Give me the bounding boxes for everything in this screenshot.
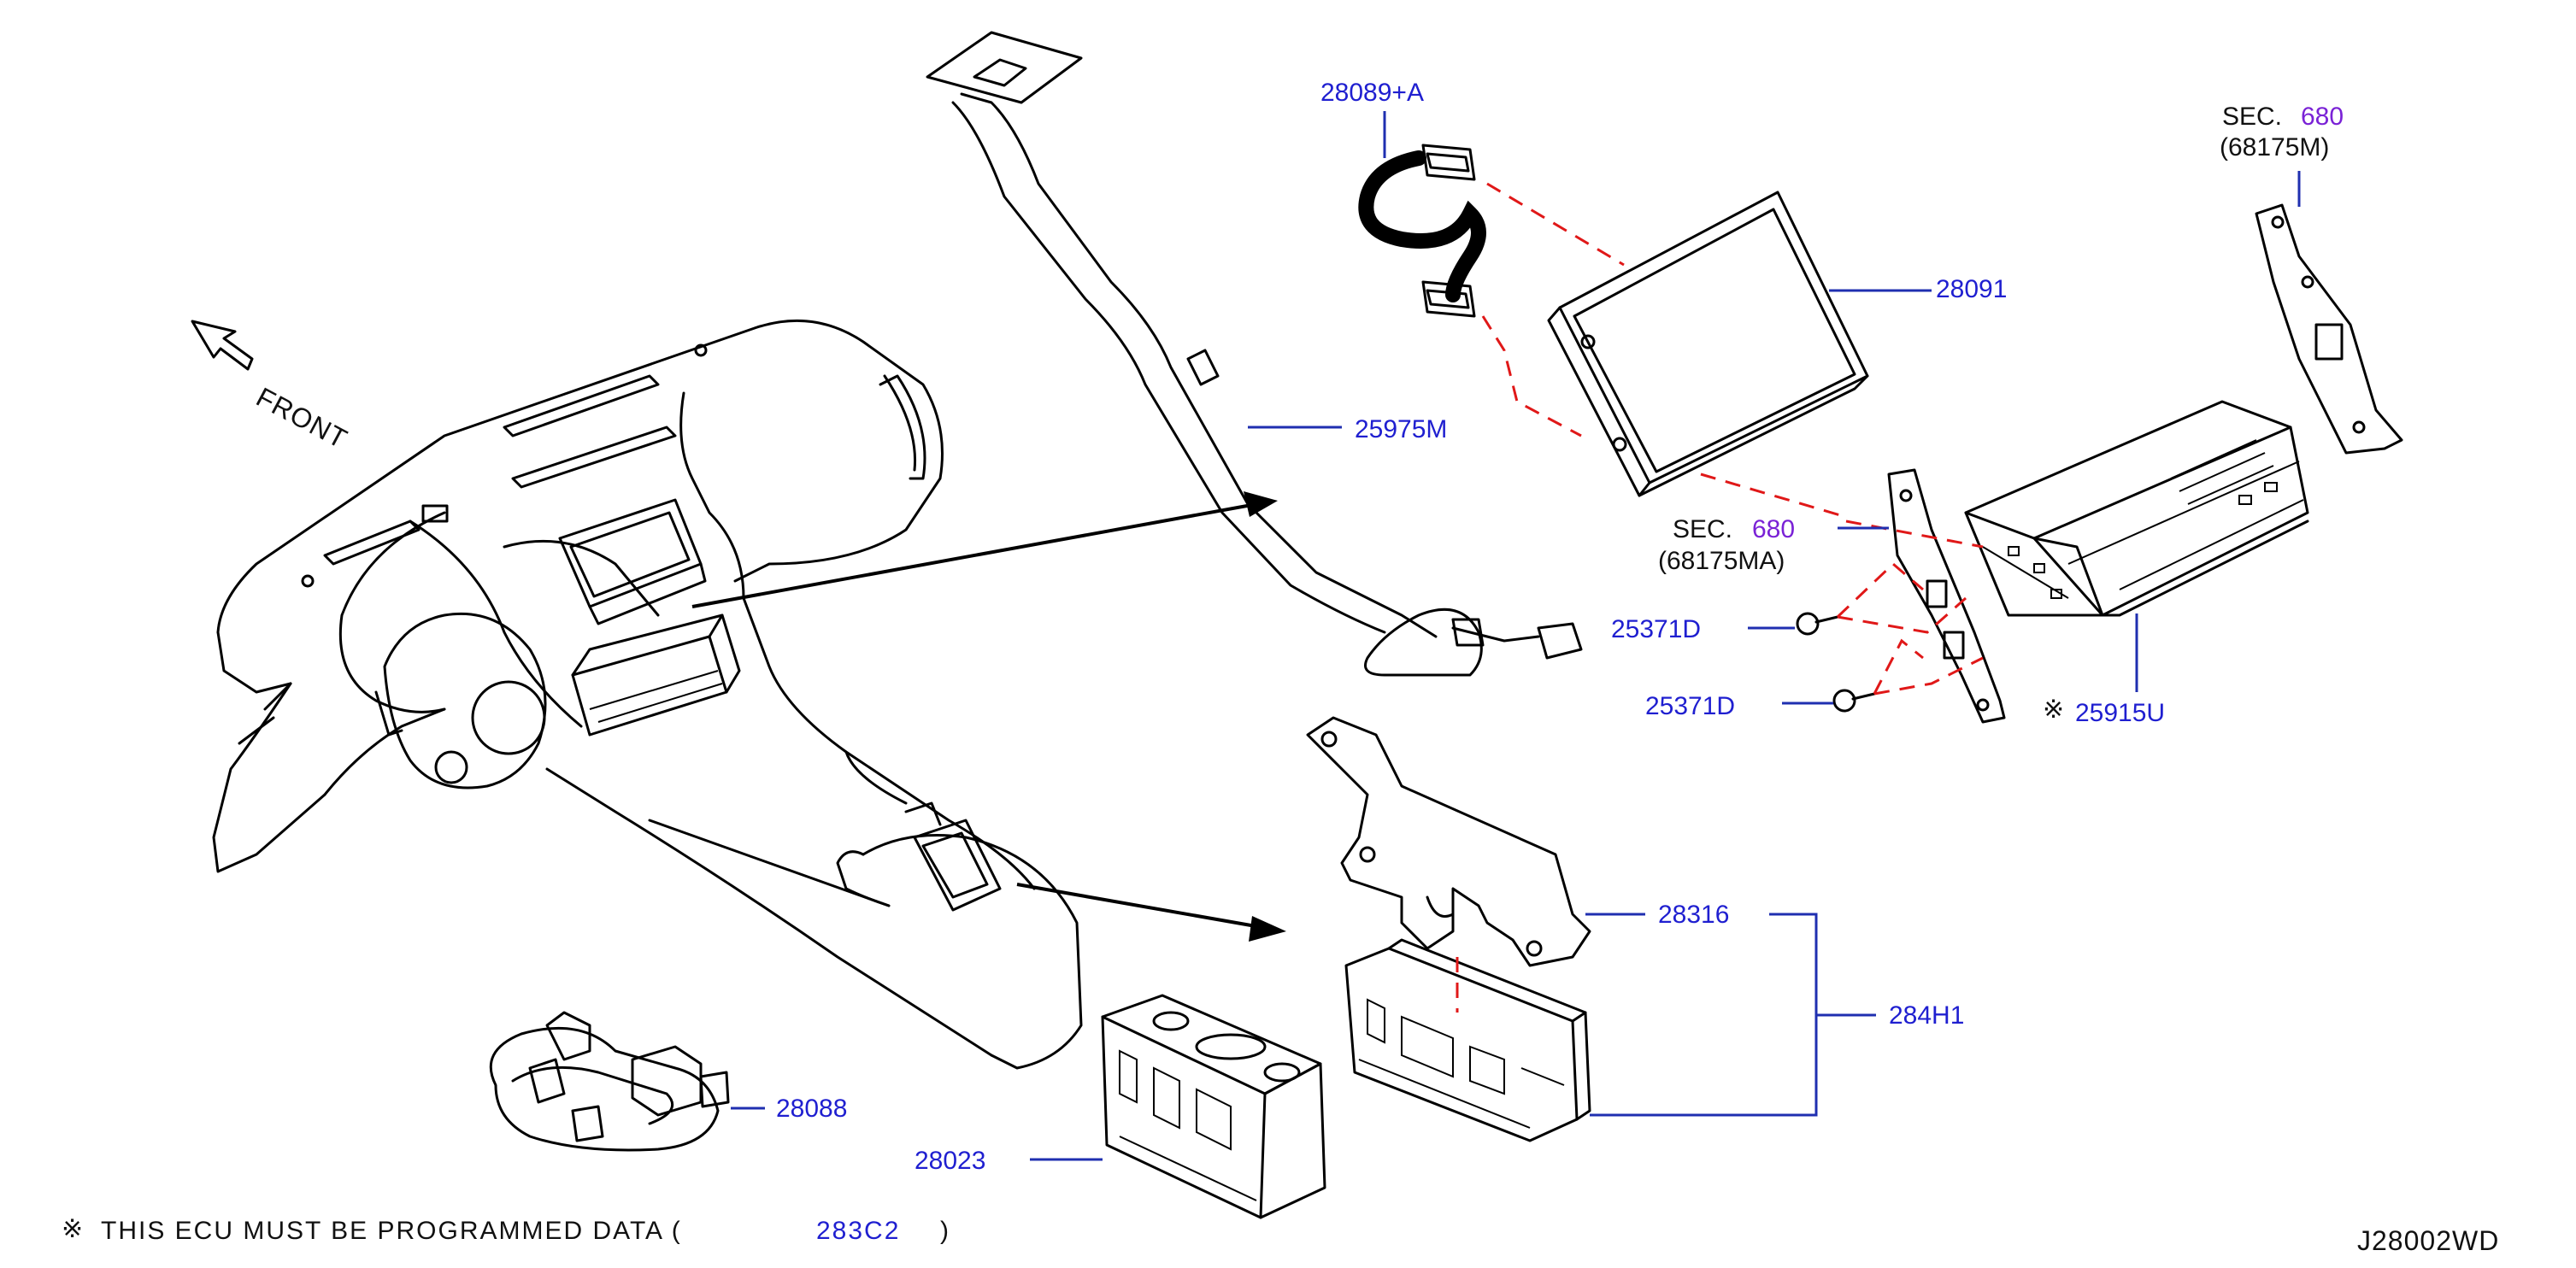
- diagram-code: J28002WD: [2357, 1225, 2500, 1256]
- programmed-mark-icon: ※: [2043, 696, 2065, 724]
- antenna-cable-25975m: [926, 31, 1583, 677]
- dash-head-unit: [571, 613, 741, 737]
- bracket-28316: [1306, 716, 1591, 967]
- part-28091-label[interactable]: 28091: [1936, 275, 2008, 303]
- section-upper-sub: (68175M): [2220, 133, 2330, 161]
- section-middle-prefix: SEC.: [1673, 515, 1733, 543]
- connection-lines: [1456, 182, 1984, 1013]
- part-25915u-label[interactable]: 25915U: [2075, 699, 2166, 727]
- harness-28089a: [1358, 144, 1486, 318]
- harness-28088: [489, 1011, 730, 1152]
- dash-console-switch: [904, 801, 1002, 912]
- footnote-part-283c2[interactable]: 283C2: [816, 1217, 901, 1245]
- head-unit-25915u: [1964, 400, 2309, 617]
- part-28316-label[interactable]: 28316: [1658, 901, 1730, 929]
- bracket-lower: [1887, 468, 2006, 724]
- section-upper-number[interactable]: 680: [2301, 103, 2344, 131]
- front-arrow-icon: [191, 320, 254, 371]
- footnote-close: ): [940, 1217, 950, 1245]
- section-upper-prefix: SEC.: [2222, 103, 2283, 131]
- part-25975m-label[interactable]: 25975M: [1355, 415, 1448, 443]
- part-284h1-label[interactable]: 284H1: [1889, 1001, 1965, 1030]
- bracket-upper: [2255, 203, 2403, 455]
- module-284h1: [1344, 938, 1591, 1142]
- pointer-arrows: [691, 491, 1286, 942]
- leader-lines: [731, 111, 2301, 1161]
- footnote-mark-icon: ※: [62, 1215, 85, 1243]
- dash-display-unit: [558, 498, 707, 625]
- part-28023-label[interactable]: 28023: [915, 1147, 986, 1175]
- part-25371d-lower-label[interactable]: 25371D: [1645, 692, 1736, 720]
- section-middle-sub: (68175MA): [1658, 547, 1785, 575]
- section-middle-number[interactable]: 680: [1752, 515, 1796, 543]
- part-25371d-upper-label[interactable]: 25371D: [1611, 615, 1702, 643]
- display-28091: [1547, 191, 1869, 497]
- part-28088-label[interactable]: 28088: [776, 1095, 848, 1123]
- footnote-text: THIS ECU MUST BE PROGRAMMED DATA (: [101, 1217, 682, 1245]
- dashboard-outline: [212, 319, 1083, 1070]
- switch-block-28023: [1101, 994, 1326, 1219]
- screw-icon: [1796, 612, 1876, 713]
- part-28089a-label[interactable]: 28089+A: [1320, 79, 1424, 107]
